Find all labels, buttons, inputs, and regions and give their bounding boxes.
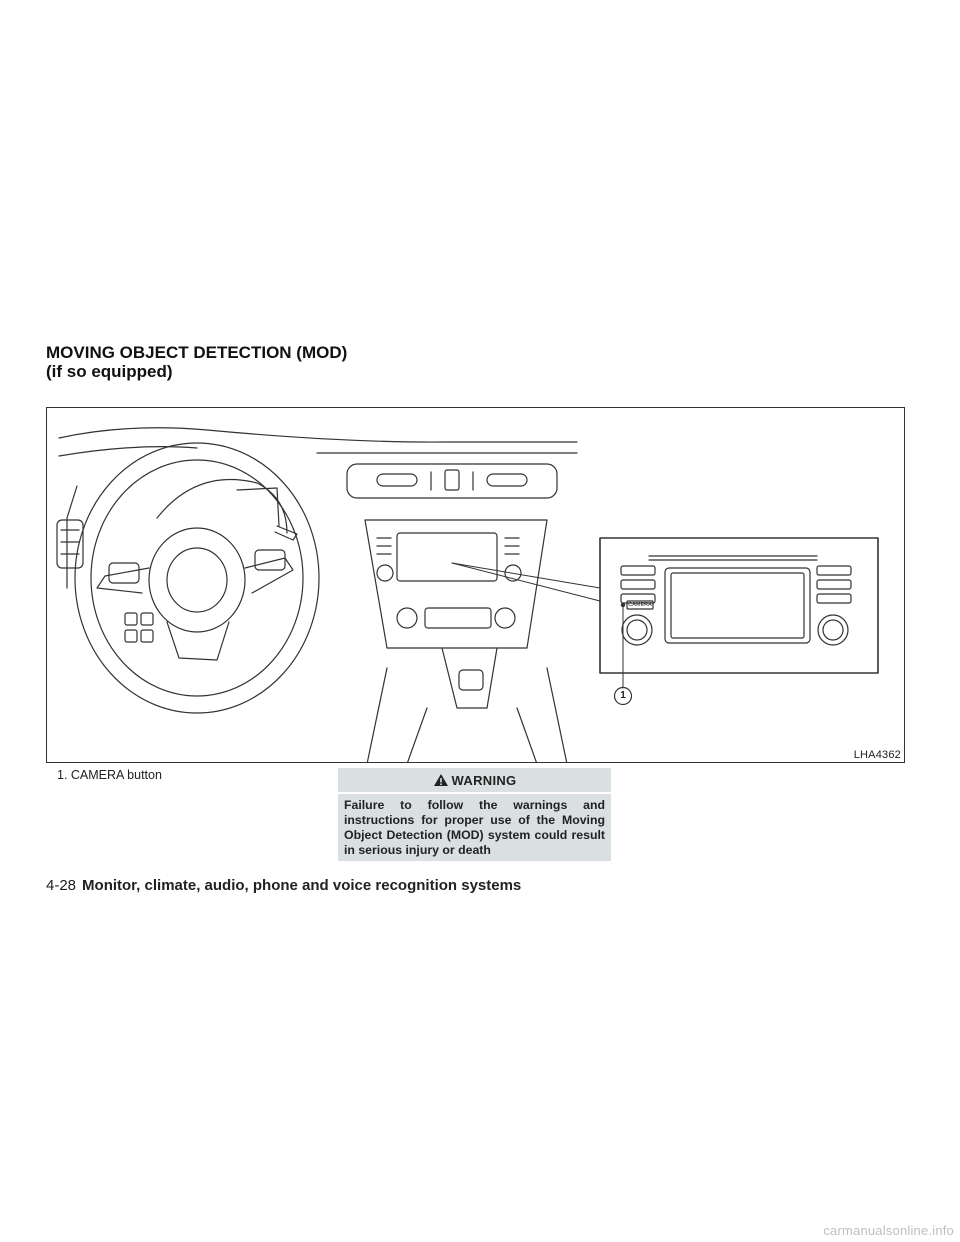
warning-text: Failure to follow the warnings and instr… bbox=[344, 798, 605, 857]
section-title-line2: (if so equipped) bbox=[46, 362, 173, 381]
chapter-title: Monitor, climate, audio, phone and voice… bbox=[82, 877, 522, 894]
section-title-line1: MOVING OBJECT DETECTION (MOD) bbox=[46, 343, 348, 362]
warning-heading: WARNING bbox=[338, 768, 611, 794]
callout-number: 1 bbox=[620, 690, 626, 701]
warning-box: WARNING Failure to follow the warnings a… bbox=[338, 768, 611, 861]
figure-caption: 1. CAMERA button bbox=[57, 768, 162, 782]
figure-code: LHA4362 bbox=[853, 749, 901, 761]
page-footer: 4-28 Monitor, climate, audio, phone and v… bbox=[46, 877, 521, 894]
warning-triangle-icon bbox=[433, 774, 448, 786]
page-number: 4-28 bbox=[46, 877, 77, 894]
section-title: MOVING OBJECT DETECTION (MOD) (if so equ… bbox=[46, 343, 646, 381]
warning-heading-text: WARNING bbox=[451, 772, 517, 788]
dashboard-illustration: CAMERA 1 LHA4362 bbox=[46, 407, 905, 763]
watermark: carmanualsonline.info bbox=[823, 1223, 954, 1238]
camera-button-label: CAMERA bbox=[628, 602, 652, 608]
